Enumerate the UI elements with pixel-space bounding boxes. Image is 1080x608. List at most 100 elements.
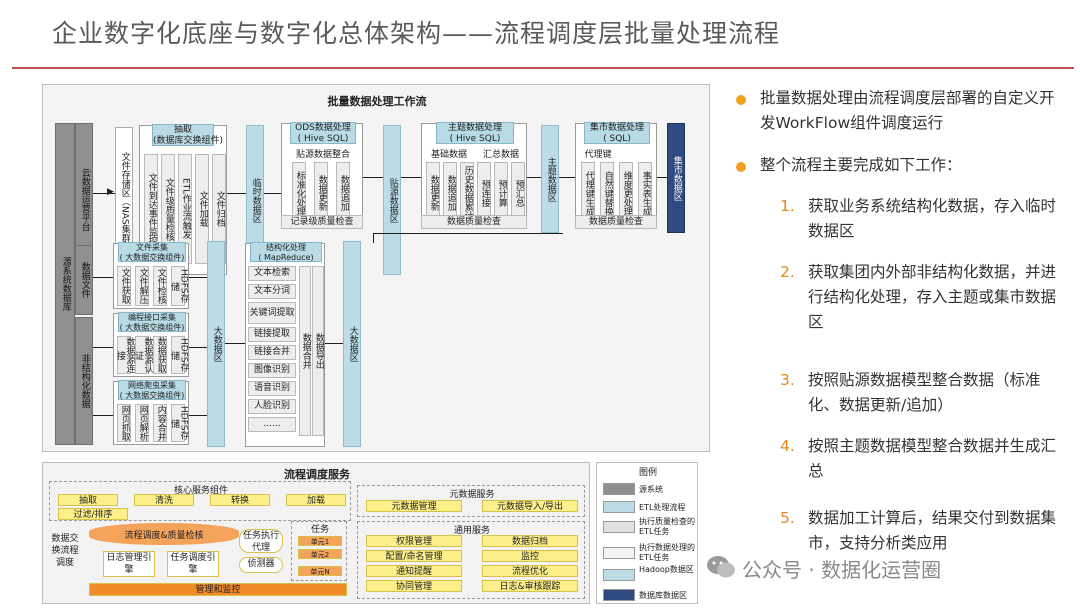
task-unit-n: 单元N [298, 566, 342, 576]
connector [189, 415, 207, 416]
core-clean: 清洗 [134, 494, 194, 506]
meta-manage: 元数据管理 [366, 500, 462, 512]
connector [363, 177, 383, 178]
step-number-4: 4. [780, 437, 795, 455]
common-notify: 通知提醒 [366, 565, 462, 577]
arrow-head: ▶ [107, 187, 114, 197]
api-collect-col-2: 数据源认证 [133, 336, 153, 374]
connector [559, 177, 575, 178]
meta-import-export: 元数据导入/导出 [482, 500, 578, 512]
scheduling-services-panel: 流程调度服务 核心服务组件 抽取 清洗 转换 加载 过滤/排序 数据交换流程调度… [42, 462, 590, 604]
legend-label-hadoop: Hadoop数据区 [639, 565, 694, 574]
step-text-5: 数据加工计算后，结果交付到数据集市，支持分析类应用 [808, 509, 1057, 552]
task-unit-1: 单元1 [298, 536, 342, 546]
common-services-box: 通用服务 权限管理 数据归档 配置/命名管理 监控 通知提醒 流程优化 协同管理… [357, 521, 585, 599]
connector [225, 343, 245, 344]
theme-sub-summary: 汇总数据 [482, 150, 519, 160]
common-archive: 数据归档 [482, 535, 578, 547]
mart-col-1: 代理键生成 [581, 162, 595, 224]
legend-label-database: 数据库数据区 [639, 591, 687, 600]
api-collect-block: 编程接口采集 ( 大数据交换组件) 数据源连接 数据源认证 数据获取 HDFS存… [113, 312, 189, 377]
api-collect-col-4: HDFS存储 [169, 336, 188, 374]
data-files-bar: 数据文件 [75, 245, 93, 315]
temp-data-zone: 临时数据区 [246, 125, 264, 275]
exchange-label: 数据交换流程调度 [51, 534, 79, 568]
ods-header: ODS数据处理 ( Hive SQL) [290, 122, 356, 144]
bullet-dot [736, 162, 746, 172]
ods-sub: 贴源数据整合 [295, 150, 350, 160]
connector [189, 347, 207, 348]
struct-item-6: 图像识别 [248, 363, 296, 378]
core-filter: 过滤/排序 [58, 508, 128, 520]
ods-footer: 记录级质量检查 [281, 215, 363, 229]
core-load: 加载 [286, 494, 346, 506]
task-unit-2: 单元2 [298, 549, 342, 559]
struct-export: 数据导出 [312, 266, 324, 436]
common-title: 通用服务 [453, 526, 490, 536]
page-title: 企业数字化底座与数字化总体架构——流程调度层批量处理流程 [52, 19, 781, 48]
cylinder-label: 流程调度&质量检核 [124, 531, 204, 541]
struct-item-4: 链接提取 [248, 327, 296, 342]
file-collect-col-2: 文件解压 [135, 266, 149, 306]
connector [189, 277, 207, 278]
connector [93, 277, 113, 278]
bigdata-zone: 大数据区 [207, 241, 225, 447]
common-collab: 协同管理 [366, 580, 462, 592]
wechat-icon [706, 554, 736, 580]
mart-sub: 代理键 [584, 150, 612, 160]
step-number-5: 5. [780, 509, 795, 527]
theme-sub-basic: 基础数据 [430, 150, 467, 160]
legend-label-etl: ETL处理流程 [639, 503, 686, 512]
crawler-col-2: 网页解析 [135, 404, 149, 442]
legend-swatch-source [603, 483, 635, 495]
struct-merge: 数据合并 [299, 266, 311, 436]
task-agent: 任务执行代理 [239, 529, 283, 553]
struct-item-2: 文本分词 [248, 284, 296, 299]
connector [93, 415, 113, 416]
mart-col-4: 事实表生成 [638, 162, 652, 224]
legend-label-quality: 执行质量检查的ETL任务 [639, 517, 695, 536]
extract-col-5: 文件归档 [212, 154, 226, 264]
crawler-col-1: 网页抓取 [117, 404, 131, 442]
struct-item-8: 人脸识别 [248, 399, 296, 414]
theme-col-5: 预计算 [494, 162, 508, 224]
mart-col-3: 维度更处理 [619, 162, 633, 224]
file-collect-col-3: 文件检核 [153, 266, 167, 306]
title-divider [12, 67, 1074, 69]
connector [373, 233, 374, 243]
bullet-2-text: 整个流程主要完成如下工作： [760, 156, 962, 174]
unstructured-data-bar: 非结构化数据 [75, 317, 93, 445]
api-collect-col-1: 数据源连接 [115, 336, 135, 374]
step-number-1: 1. [780, 197, 795, 215]
legend-swatch-process [603, 547, 635, 559]
connector [373, 233, 563, 234]
struct-item-1: 文本检索 [248, 266, 296, 281]
connector [227, 193, 246, 194]
ods-col-3: 数据追加 [336, 162, 350, 224]
ods-block: ODS数据处理 ( Hive SQL) 贴源数据整合 标准化处理 数据更新 数据… [281, 122, 363, 229]
connector [93, 347, 113, 348]
task-title: 任务 [310, 525, 329, 535]
mart-header: 集市数据处理 ( SQL) [584, 122, 650, 144]
manage-monitor-bar: 管理和监控 [89, 583, 347, 596]
connector [325, 343, 343, 344]
step-text-2: 获取集团内外部非结构化数据，并进行结构化处理，存入主题或集市数据区 [808, 263, 1057, 331]
extract-col-4: 文件加载 [195, 154, 209, 264]
task-box: 任务 单元1 单元2 单元N [291, 521, 347, 581]
core-extract: 抽取 [58, 494, 118, 506]
task-schedule-engine: 任务调度引擎 [167, 551, 219, 577]
mart-col-2: 自然键替换 [600, 162, 614, 224]
mart-data-zone: 集市数据区 [667, 123, 685, 233]
file-collect-col-4: HDFS存储 [169, 266, 188, 306]
connector [264, 193, 281, 194]
batch-workflow-panel: 批量数据处理工作流 源系统数据库 云数据运营平台 ▶ 文件存储区（NAS集群） … [42, 84, 710, 452]
crawler-header: 网络爬虫采集 ( 大数据交换组件) [118, 380, 186, 400]
step-number-2: 2. [780, 263, 795, 281]
common-log-audit: 日志&审核跟踪 [482, 580, 578, 592]
legend-swatch-database [603, 589, 635, 601]
watermark-text: 公众号 · 数据化运营圈 [742, 558, 942, 582]
common-monitor: 监控 [482, 550, 578, 562]
bullet-dot [736, 95, 746, 105]
crawler-col-4: HDFS存储 [169, 404, 188, 442]
bigdata-zone-2: 大数据区 [343, 241, 361, 447]
